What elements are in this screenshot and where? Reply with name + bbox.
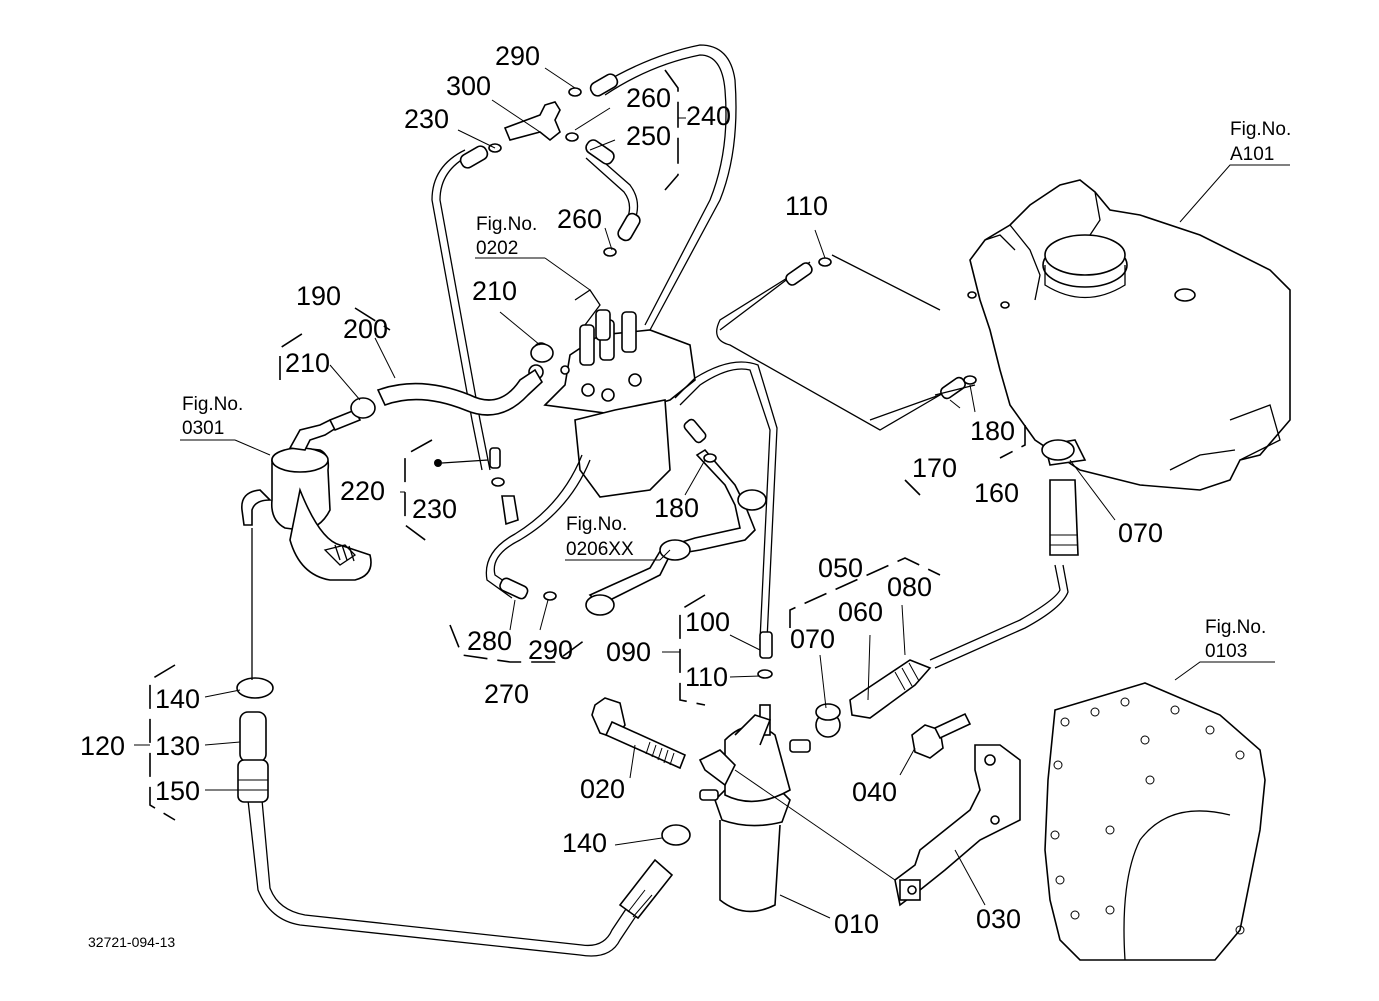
- figure-ref-line2: 0202: [476, 238, 518, 259]
- part-label: 110: [785, 191, 828, 221]
- part-label: 030: [976, 904, 1021, 934]
- injection-pump: [528, 289, 696, 498]
- part-label: 260: [557, 204, 602, 234]
- part-label: 210: [472, 276, 517, 306]
- part-label: 070: [1118, 518, 1163, 548]
- part-label: 160: [974, 478, 1019, 508]
- figure-reference-0301: Fig.No. 0301: [182, 394, 243, 439]
- fuel-tank: [967, 179, 1291, 491]
- figure-ref-line1: Fig.No.: [1230, 119, 1291, 140]
- part-label: 270: [484, 679, 529, 709]
- leader-lines: [180, 67, 1290, 919]
- feed-pump: [241, 418, 372, 581]
- fuel-filter: [698, 704, 811, 913]
- part-label: 070: [790, 624, 835, 654]
- part-label: 260: [626, 83, 671, 113]
- figure-ref-line2: 0103: [1205, 641, 1247, 662]
- part-label: 080: [887, 572, 932, 602]
- part-label: 050: [818, 553, 863, 583]
- part-label: 290: [495, 41, 540, 71]
- part-label: 230: [404, 104, 449, 134]
- part-label: 110: [685, 662, 728, 692]
- bolt-040: [911, 712, 972, 759]
- part-label: 220: [340, 476, 385, 506]
- part-label: 010: [834, 909, 879, 939]
- part-label: 170: [912, 453, 957, 483]
- part-label: 040: [852, 777, 897, 807]
- part-label: 240: [686, 101, 731, 131]
- fuel-lines: [236, 44, 1087, 957]
- figure-reference-a101: Fig.No. A101: [1230, 119, 1291, 165]
- part-label: 140: [155, 684, 200, 714]
- figure-ref-line2: 0206XX: [566, 539, 634, 560]
- part-labels: 290 300 260 240 230 250 260 210 190 200 …: [80, 41, 1163, 939]
- figure-reference-0202: Fig.No. 0202: [476, 214, 537, 259]
- figure-ref-line1: Fig.No.: [182, 394, 243, 415]
- bracket-030: [894, 744, 1021, 907]
- figure-reference-0103: Fig.No. 0103: [1205, 617, 1266, 662]
- part-label: 150: [155, 776, 200, 806]
- part-label: 210: [285, 348, 330, 378]
- bolt-020: [591, 697, 687, 770]
- figure-ref-line1: Fig.No.: [1205, 617, 1266, 638]
- figure-ref-line2: 0301: [182, 418, 224, 439]
- part-label: 200: [343, 314, 388, 344]
- part-label: 140: [562, 828, 607, 858]
- part-label: 250: [626, 121, 671, 151]
- part-label: 100: [685, 607, 730, 637]
- flywheel-housing: [1044, 682, 1266, 961]
- figure-ref-line1: Fig.No.: [476, 214, 537, 235]
- part-label: 090: [606, 637, 651, 667]
- part-label: 020: [580, 774, 625, 804]
- part-label: 230: [412, 494, 457, 524]
- part-label: 280: [467, 626, 512, 656]
- part-label: 180: [654, 493, 699, 523]
- part-label: 290: [528, 635, 573, 665]
- figure-reference-0206xx: Fig.No. 0206XX: [566, 514, 634, 560]
- part-label: 060: [838, 597, 883, 627]
- part-label: 130: [155, 731, 200, 761]
- group-brackets: [149, 69, 1026, 821]
- document-code: 32721-094-13: [88, 934, 175, 950]
- part-label: 180: [970, 416, 1015, 446]
- part-label: 190: [296, 281, 341, 311]
- part-label: 300: [446, 71, 491, 101]
- part-label: 120: [80, 731, 125, 761]
- figure-ref-line1: Fig.No.: [566, 514, 627, 535]
- figure-ref-line2: A101: [1230, 144, 1274, 165]
